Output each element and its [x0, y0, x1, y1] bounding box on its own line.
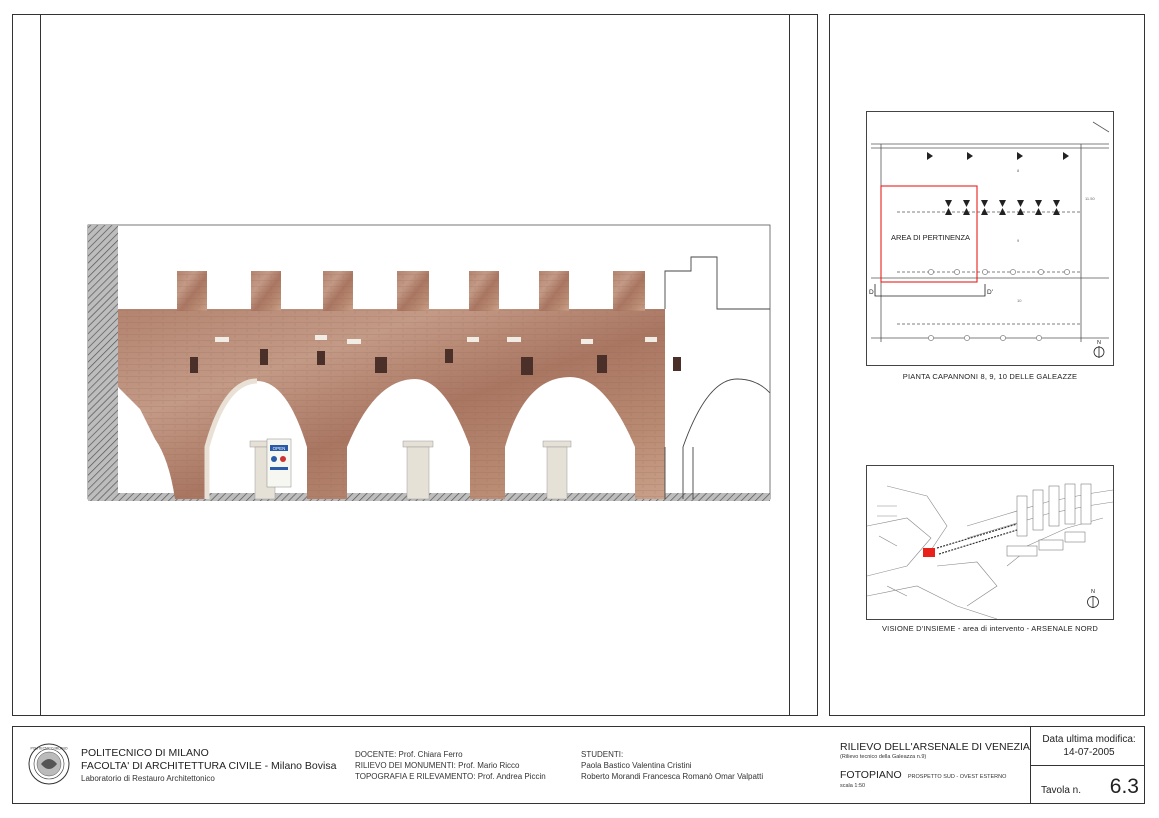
frame-margin-left [40, 15, 41, 715]
lab-name: Laboratorio di Restauro Architettonico [81, 774, 215, 783]
main-drawing-frame: OPEN [12, 14, 818, 716]
room-label-c: 10 [1017, 298, 1022, 303]
svg-text:N: N [1097, 340, 1101, 346]
sheet-block: Tavola n. 6.3 [1041, 775, 1141, 799]
wall-anchors [190, 349, 681, 375]
drawing-type: FOTOPIANO [840, 769, 902, 781]
overview-drawing: N [867, 483, 1113, 619]
students-heading: STUDENTI: [581, 750, 624, 759]
elevation-photoplan: OPEN [87, 224, 771, 501]
project-subtitle: (Rilievo tecnico della Galeazza n.9) [840, 754, 927, 760]
intervention-area-marker [923, 548, 935, 557]
svg-text:N: N [1091, 589, 1095, 595]
section-start-label: D [869, 289, 874, 296]
dim-label: 11.50 [1085, 196, 1095, 201]
sheet-number: 6.3 [1109, 775, 1139, 798]
overview-caption: VISIONE D'INSIEME - area di intervento -… [881, 624, 1099, 633]
area-highlight [880, 185, 978, 283]
drawing-scale: scala 1:50 [840, 783, 866, 789]
date-label: Data ultima modifica: [1042, 734, 1136, 745]
faculty-name: FACOLTA' DI ARCHITETTURA CIVILE - Milano… [81, 760, 337, 772]
project-block: RILIEVO DELL'ARSENALE DI VENEZIA (Riliev… [840, 741, 1030, 790]
side-info-frame: AREA DI PERTINENZA 8 9 10 11.50 D D' N P… [829, 14, 1145, 716]
room-label-a: 8 [1017, 168, 1020, 173]
date-value: 14-07-2005 [1063, 747, 1115, 758]
frame-margin-right [789, 15, 790, 715]
plan-map: AREA DI PERTINENZA 8 9 10 11.50 D D' N [866, 111, 1114, 366]
north-arrow-icon: N [1087, 589, 1099, 608]
section-wall-left [88, 225, 118, 499]
elevation-line-continuation [664, 256, 771, 499]
docente: DOCENTE: Prof. Chiara Ferro [355, 750, 463, 759]
institution-block: POLITECNICO DI MILANO FACOLTA' DI ARCHIT… [81, 747, 341, 784]
stone-columns [249, 440, 572, 500]
section-line [874, 284, 986, 297]
sign-panel: OPEN [266, 438, 292, 488]
plan-caption: PIANTA CAPANNONI 8, 9, 10 DELLE GALEAZZE [902, 372, 1078, 381]
politecnico-logo: POLITECNICO MILANO [27, 742, 71, 786]
svg-text:POLITECNICO MILANO: POLITECNICO MILANO [31, 747, 68, 751]
drawing-detail: PROSPETTO SUD - OVEST ESTERNO [907, 774, 1007, 780]
overview-map: N [866, 465, 1114, 620]
project-title: RILIEVO DELL'ARSENALE DI VENEZIA [840, 741, 1030, 753]
plan-drawing: AREA DI PERTINENZA 8 9 10 11.50 D D' N [869, 121, 1110, 358]
institution-name: POLITECNICO DI MILANO [81, 747, 209, 759]
rilievo-monumenti: RILIEVO DEI MONUMENTI: Prof. Mario Ricco [355, 761, 520, 770]
north-arrow-icon: N [1093, 340, 1105, 358]
sign-text: OPEN [273, 446, 286, 451]
students-block: STUDENTI: Paola Bastico Valentina Cristi… [581, 749, 821, 782]
room-label-b: 9 [1017, 238, 1020, 243]
area-label: AREA DI PERTINENZA [891, 233, 970, 242]
students-line-1: Paola Bastico Valentina Cristini [581, 761, 692, 770]
topografia: TOPOGRAFIA E RILEVAMENTO: Prof. Andrea P… [355, 772, 546, 781]
staff-block: DOCENTE: Prof. Chiara Ferro RILIEVO DEI … [355, 749, 565, 782]
section-end-label: D' [987, 289, 993, 296]
date-block: Data ultima modifica: 14-07-2005 [1035, 733, 1143, 759]
title-block: POLITECNICO MILANO POLITECNICO DI MILANO… [12, 726, 1145, 804]
title-block-hdivider [1030, 765, 1144, 766]
sheet-label: Tavola n. [1041, 785, 1082, 796]
students-line-2: Roberto Morandi Francesca Romanò Omar Va… [581, 772, 764, 781]
